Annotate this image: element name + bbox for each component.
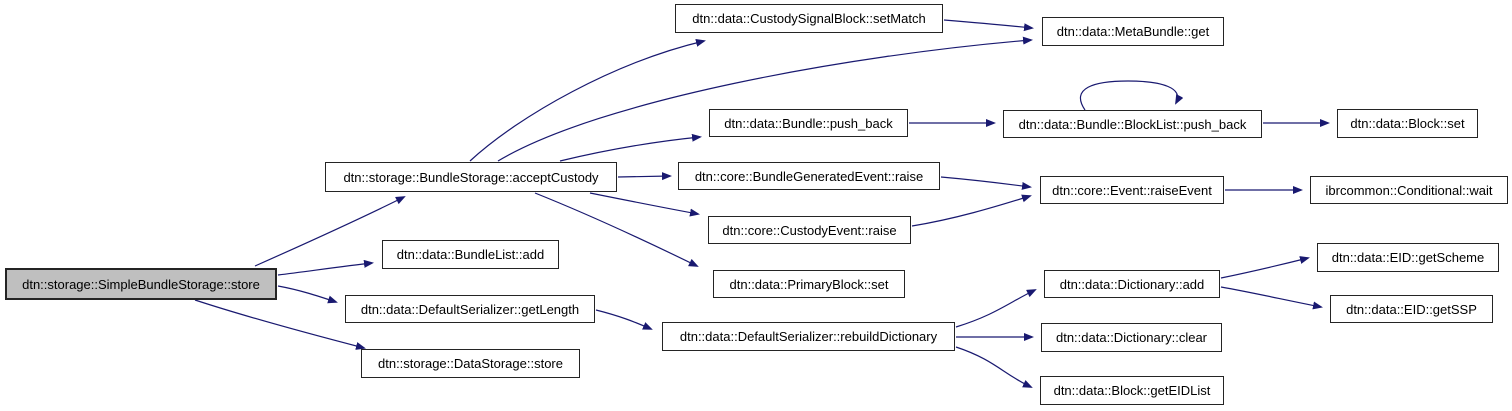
graph-node-dictionary-add[interactable]: dtn::data::Dictionary::add [1044, 270, 1220, 298]
graph-node-meta-bundle-get[interactable]: dtn::data::MetaBundle::get [1042, 17, 1224, 46]
graph-node-block-get-eid-list[interactable]: dtn::data::Block::getEIDList [1040, 376, 1224, 405]
graph-node-primary-block-set[interactable]: dtn::data::PrimaryBlock::set [713, 270, 905, 298]
graph-node-data-storage-store[interactable]: dtn::storage::DataStorage::store [361, 349, 580, 378]
graph-node-conditional-wait[interactable]: ibrcommon::Conditional::wait [1310, 176, 1508, 204]
graph-node-dictionary-clear[interactable]: dtn::data::Dictionary::clear [1041, 323, 1222, 352]
graph-node-eid-get-ssp[interactable]: dtn::data::EID::getSSP [1330, 295, 1493, 323]
graph-node-default-serializer-get-length[interactable]: dtn::data::DefaultSerializer::getLength [345, 295, 595, 323]
graph-node-custody-signal-block-set-match[interactable]: dtn::data::CustodySignalBlock::setMatch [675, 4, 943, 33]
graph-node-custody-event-raise[interactable]: dtn::core::CustodyEvent::raise [708, 216, 911, 244]
graph-node-bundle-list-add[interactable]: dtn::data::BundleList::add [382, 240, 559, 269]
graph-node-bundle-push-back[interactable]: dtn::data::Bundle::push_back [709, 109, 908, 137]
graph-node-eid-get-scheme[interactable]: dtn::data::EID::getScheme [1317, 243, 1499, 272]
graph-node-event-raise-event[interactable]: dtn::core::Event::raiseEvent [1040, 176, 1224, 204]
graph-node-bundle-generated-event-raise[interactable]: dtn::core::BundleGeneratedEvent::raise [678, 162, 940, 190]
graph-node-simple-bundle-storage-store[interactable]: dtn::storage::SimpleBundleStorage::store [5, 268, 277, 300]
graph-node-block-list-push-back[interactable]: dtn::data::Bundle::BlockList::push_back [1003, 110, 1262, 138]
graph-node-block-set[interactable]: dtn::data::Block::set [1337, 109, 1478, 138]
graph-node-default-serializer-rebuild-dictionary[interactable]: dtn::data::DefaultSerializer::rebuildDic… [662, 322, 955, 351]
graph-node-bundle-storage-accept-custody[interactable]: dtn::storage::BundleStorage::acceptCusto… [325, 162, 617, 192]
